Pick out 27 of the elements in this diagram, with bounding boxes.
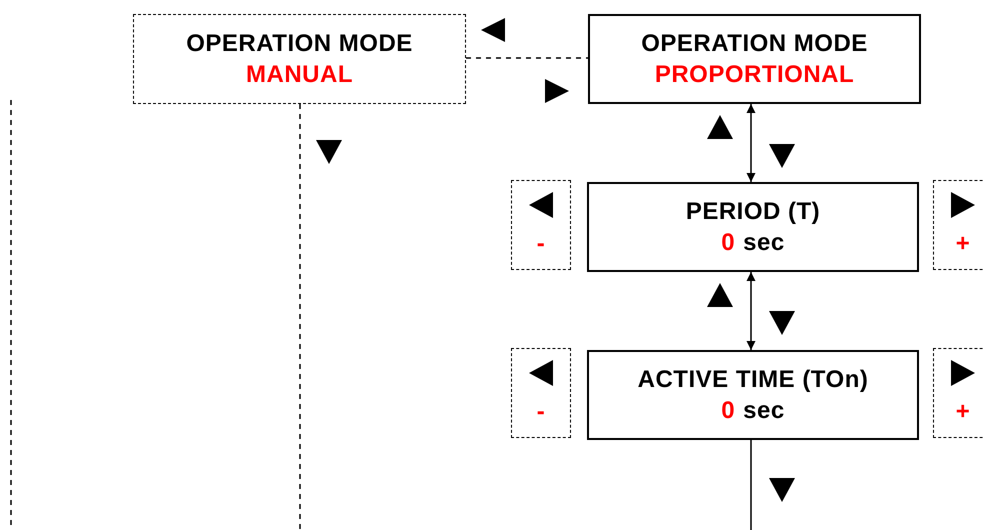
value-text: MANUAL: [246, 60, 353, 90]
value-text: PROPORTIONAL: [654, 60, 854, 90]
parameter-box: [587, 350, 919, 440]
arrow: [746, 104, 756, 182]
sign-text: +: [956, 396, 970, 426]
mode-box: [133, 14, 466, 104]
connector-line: [750, 440, 752, 530]
parameter-box: [587, 182, 919, 272]
sign-text: -: [536, 396, 546, 426]
heading-text: ACTIVE TIME (TOn): [638, 365, 868, 395]
sign-text: +: [956, 228, 970, 258]
decrement-box: [511, 180, 571, 270]
heading-text: OPERATION MODE: [186, 29, 413, 59]
decrement-box: [511, 348, 571, 438]
value-text: sec: [743, 396, 785, 426]
arrow: [746, 272, 756, 350]
mode-box: [588, 14, 921, 104]
connector-line: [466, 57, 588, 59]
connector-line: [299, 104, 301, 530]
heading-text: PERIOD (T): [686, 197, 820, 227]
increment-box: [933, 348, 984, 438]
heading-text: OPERATION MODE: [641, 29, 868, 59]
value-text: sec: [743, 228, 785, 258]
value-text: 0: [721, 228, 736, 258]
sign-text: -: [536, 228, 546, 258]
increment-box: [933, 180, 984, 270]
value-text: 0: [721, 396, 736, 426]
